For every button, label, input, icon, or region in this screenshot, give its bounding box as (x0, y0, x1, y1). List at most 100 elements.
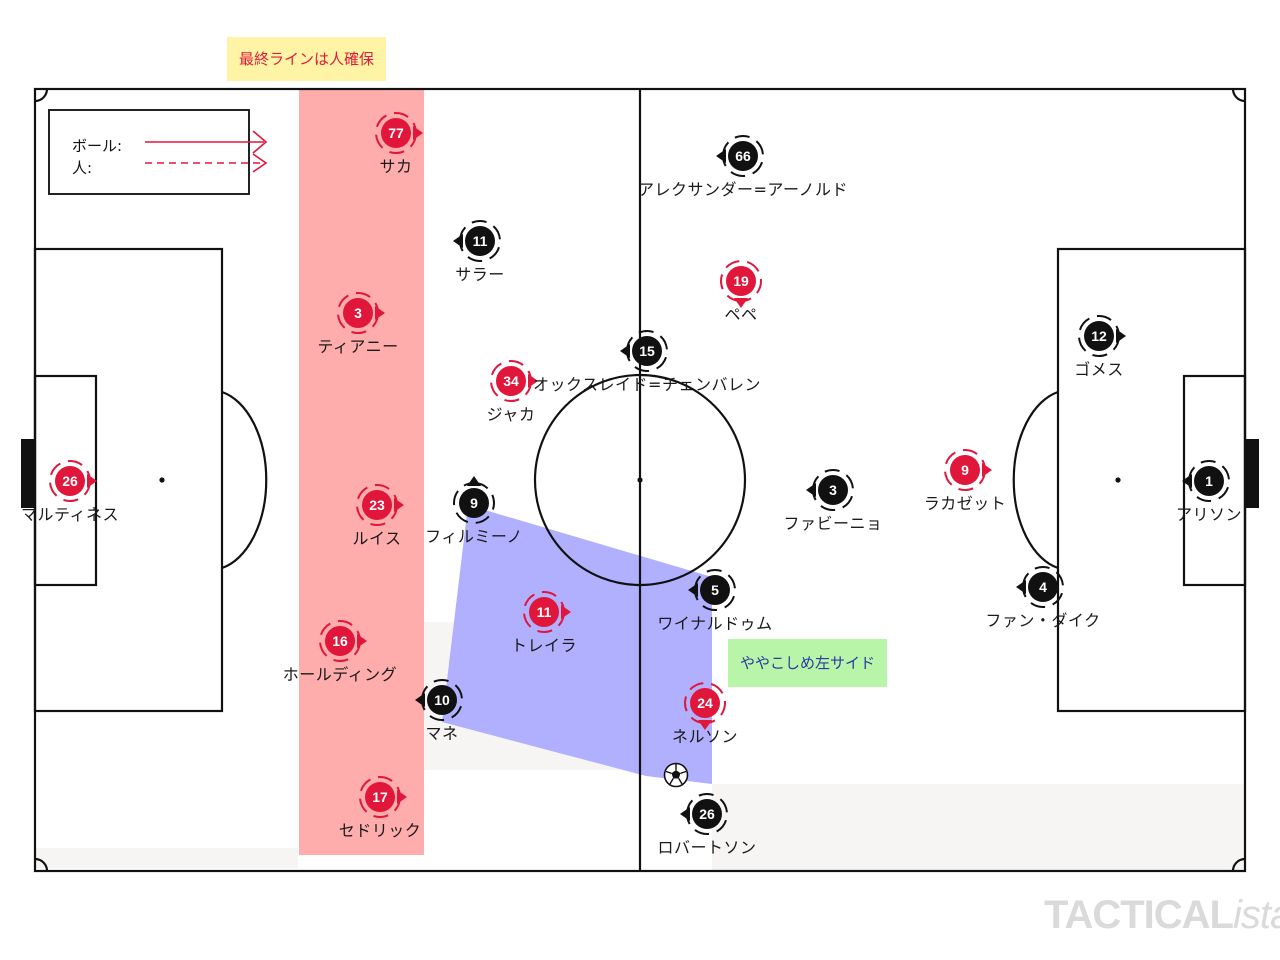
last-line-zone (299, 90, 424, 855)
player-token: 3 (806, 468, 855, 512)
player-name: ホールディング (282, 665, 398, 684)
player-name: ネルソン (671, 727, 739, 746)
player-token: 1 (1182, 459, 1231, 503)
player-name: ラカゼット (923, 494, 1007, 513)
facing-arrow-icon (453, 234, 463, 248)
player-name: オックスレイド=チェンバレン (533, 375, 761, 394)
watermark-main: TACTICAL (1044, 893, 1234, 937)
player-name: ファビーニョ (783, 514, 883, 533)
player-marker-icon (1078, 315, 1126, 357)
right-goal (1245, 439, 1259, 508)
player-token: 9 (452, 476, 496, 525)
player-name: ファン・ダイク (985, 611, 1101, 630)
watermark-logo: TACTICALista (1044, 893, 1280, 938)
player-marker-icon (415, 679, 463, 721)
player-marker-icon (453, 476, 495, 524)
player-marker-icon (490, 360, 538, 402)
player-token: 66 (716, 134, 765, 178)
player-token: 12 (1077, 314, 1126, 358)
player-token: 15 (620, 329, 669, 373)
facing-arrow-icon (87, 474, 97, 488)
player-token: 4 (1016, 565, 1065, 609)
facing-arrow-icon (397, 790, 407, 804)
player-name: ルイス (352, 529, 402, 548)
player-token: 11 (522, 590, 571, 634)
player-token: 19 (719, 259, 763, 308)
player-name: ゴメス (1074, 360, 1124, 379)
player-marker-icon (688, 569, 736, 611)
player-number: 23 (369, 497, 385, 513)
player-marker-icon (1182, 460, 1230, 502)
player-marker-icon (319, 620, 367, 662)
player-name: ペペ (724, 305, 758, 324)
player-marker-icon (523, 591, 571, 633)
player-marker-icon (356, 484, 404, 526)
player-token: 9 (943, 448, 992, 492)
legend: ボール: 人: (48, 109, 268, 195)
player-marker-icon (684, 682, 726, 730)
facing-arrow-icon (561, 605, 571, 619)
facing-arrow-icon (688, 583, 698, 597)
facing-arrow-icon (1016, 580, 1026, 594)
player-name: フィルミーノ (425, 527, 523, 546)
facing-arrow-icon (528, 374, 538, 388)
player-marker-icon (944, 449, 992, 491)
player-token: 23 (355, 483, 404, 527)
player-token: 24 (683, 681, 727, 730)
player-name: マネ (425, 724, 459, 743)
player-number: 66 (735, 148, 751, 164)
player-marker-icon (375, 112, 423, 154)
player-number: 15 (639, 343, 655, 359)
facing-arrow-icon (375, 306, 385, 320)
facing-arrow-icon (620, 344, 630, 358)
player-token: 77 (374, 111, 423, 155)
last-line-note: 最終ラインは人確保 (227, 37, 387, 81)
player-token: 3 (336, 291, 385, 335)
facing-arrow-icon (394, 498, 404, 512)
player-name: ロバートソン (657, 838, 757, 857)
player-number: 11 (472, 233, 488, 249)
player-number: 16 (332, 633, 348, 649)
facing-arrow-icon (1182, 474, 1192, 488)
pitch-shade (712, 784, 1244, 870)
player-marker-icon (49, 460, 97, 502)
player-name: セドリック (338, 821, 422, 840)
player-token: 17 (358, 775, 407, 819)
player-name: アレクサンダー=アーノルド (638, 180, 848, 199)
facing-arrow-icon (415, 693, 425, 707)
player-marker-icon (806, 469, 854, 511)
player-number: 1 (1205, 473, 1213, 489)
player-token: 26 (48, 459, 97, 503)
player-number: 26 (62, 473, 78, 489)
player-marker-icon (1016, 566, 1064, 608)
player-marker-icon (359, 776, 407, 818)
legend-arrows (145, 130, 268, 173)
player-name: アリソン (1175, 505, 1243, 524)
legend-person-label: 人: (72, 159, 93, 177)
player-number: 4 (1039, 579, 1047, 595)
player-token: 34 (489, 359, 538, 403)
player-name: ティアニー (317, 337, 399, 356)
legend-ball-label: ボール: (72, 137, 123, 155)
player-number: 26 (699, 806, 715, 822)
facing-arrow-icon (716, 149, 726, 163)
player-number: 34 (503, 373, 519, 389)
facing-arrow-icon (734, 298, 748, 308)
player-number: 9 (470, 495, 478, 511)
player-number: 12 (1091, 328, 1107, 344)
player-number: 3 (354, 305, 362, 321)
player-token: 5 (688, 568, 737, 612)
player-name: サラー (455, 265, 505, 284)
player-marker-icon (720, 260, 762, 308)
player-number: 5 (711, 582, 719, 598)
player-number: 3 (829, 482, 837, 498)
player-number: 17 (372, 789, 388, 805)
player-name: マルティネス (20, 505, 120, 524)
player-token: 10 (415, 678, 464, 722)
player-name: ジャカ (486, 405, 536, 424)
player-number: 24 (697, 695, 713, 711)
player-marker-icon (680, 793, 728, 835)
facing-arrow-icon (357, 634, 367, 648)
press-zone (442, 505, 712, 784)
